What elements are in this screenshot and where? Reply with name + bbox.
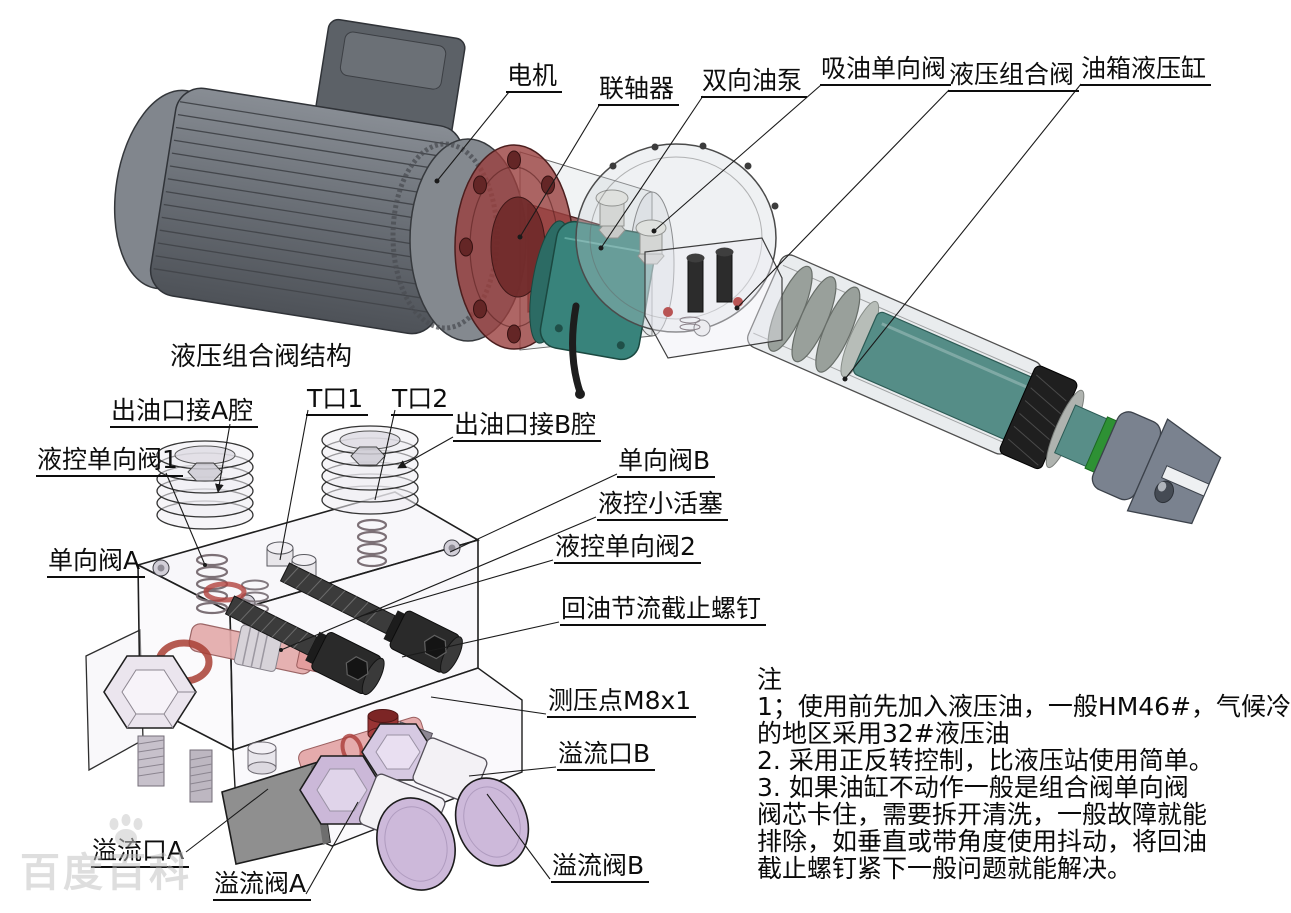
port-b-spring-stack [321, 425, 419, 515]
leader-coupling [519, 103, 601, 238]
motor-group [113, 18, 466, 335]
check-valve-a-plug [103, 639, 213, 729]
label-tank-cylinder: 油箱液压缸 [1080, 55, 1212, 87]
combo-valve-block-top [644, 237, 783, 359]
coupling-hub [527, 203, 605, 313]
leader-outlet-b [397, 436, 454, 469]
label-relief-port-b: 溢流口B [557, 740, 656, 772]
leader-pilot-check-2 [360, 559, 554, 617]
bell-housing [519, 151, 653, 351]
label-pilot-check-valve-2: 液控单向阀2 [554, 533, 701, 565]
label-outlet-port-b: 出油口接B腔 [453, 411, 602, 443]
label-relief-valve-b: 溢流阀B [551, 852, 650, 884]
suction-check-fittings [595, 189, 667, 265]
label-return-throttle-stop-screw: 回油节流截止螺钉 [560, 595, 767, 627]
label-check-valve-b: 单向阀B [617, 447, 716, 479]
notes-line: 1；使用前先加入液压油，一般HM46#，气候冷 [757, 692, 1291, 721]
white-port [247, 741, 277, 775]
notes-block: 注 1；使用前先加入液压油，一般HM46#，气候冷 的地区采用32#液压油 2.… [757, 666, 1291, 882]
label-pressure-test-point: 测压点M8x1 [547, 687, 697, 719]
tank-flange-plate [575, 142, 779, 333]
label-t-port-2: T口2 [391, 385, 454, 417]
drain-handle [569, 302, 584, 396]
section-title: 液压组合阀结构 [170, 342, 353, 372]
label-relief-valve-a: 溢流阀A [213, 870, 312, 902]
leader-tank-cylinder [844, 83, 1082, 380]
leader-relief-port-b [468, 766, 557, 777]
pilot-piston-assembly [188, 623, 362, 680]
leader-pump [600, 95, 704, 249]
notes-heading: 注 [757, 665, 783, 694]
leader-t1 [279, 409, 309, 561]
label-suction-check-valve: 吸油单向阀 [820, 55, 952, 87]
socket-screw-rear [279, 562, 463, 674]
label-pilot-check-valve-1: 液控单向阀1 [36, 446, 183, 478]
leader-pressure-point [430, 696, 547, 715]
lower-pink-tube [298, 716, 426, 777]
leader-combo-valve [736, 89, 950, 309]
label-pilot-small-piston: 液控小活塞 [597, 490, 729, 522]
leader-pilot-piston [280, 516, 597, 651]
threaded-studs [137, 735, 213, 803]
t-ports [266, 541, 317, 577]
label-coupling: 联轴器 [598, 75, 680, 107]
notes-line: 2. 采用正反转控制，比液压站使用简单。 [757, 746, 1214, 775]
leader-pilot-check-1 [165, 472, 206, 566]
baidu-paw-icon [109, 814, 143, 847]
relief-port-b-cup [367, 709, 399, 741]
leader-outlet-a [215, 423, 231, 493]
notes-line: 截止螺钉紧下一般问题就能解决。 [757, 854, 1133, 883]
label-t-port-1: T口1 [306, 385, 369, 417]
leader-motor [436, 91, 510, 182]
pump-group [529, 220, 657, 361]
leader-throttle-screw [401, 621, 560, 658]
valve-block-group [85, 425, 523, 865]
leader-t2 [374, 409, 396, 501]
leader-relief-valve-b [486, 793, 551, 880]
tank-cylinder-group [747, 254, 1222, 525]
watermark-text: 百度百科 [20, 850, 192, 896]
relief-valves-group [299, 721, 530, 891]
watermark: 百度百科 [16, 814, 231, 906]
label-combo-valve: 液压组合阀 [948, 61, 1080, 93]
leader-suction-check [653, 84, 822, 232]
gray-plate [221, 760, 331, 865]
label-check-valve-a: 单向阀A [47, 547, 146, 579]
clevis-end [1091, 411, 1222, 525]
motor-flange [409, 138, 527, 342]
notes-line: 排除，如垂直或带角度使用抖动，将回油 [757, 827, 1208, 856]
label-relief-port-a: 溢流口A [91, 837, 190, 869]
notes-line: 3. 如果油缸不动作一般是组合阀单向阀 [757, 773, 1189, 802]
label-outlet-port-a: 出油口接A腔 [110, 397, 259, 429]
leader-relief-valve-a [305, 801, 359, 895]
socket-screw-front [224, 595, 385, 696]
label-pump: 双向油泵 [701, 67, 808, 99]
coupling-flange [454, 144, 574, 350]
label-motor: 电机 [506, 62, 563, 94]
notes-line: 阀芯卡住，需要拆开清洗，一般故障就能 [757, 800, 1208, 829]
notes-line: 的地区采用32#液压油 [757, 719, 1010, 748]
